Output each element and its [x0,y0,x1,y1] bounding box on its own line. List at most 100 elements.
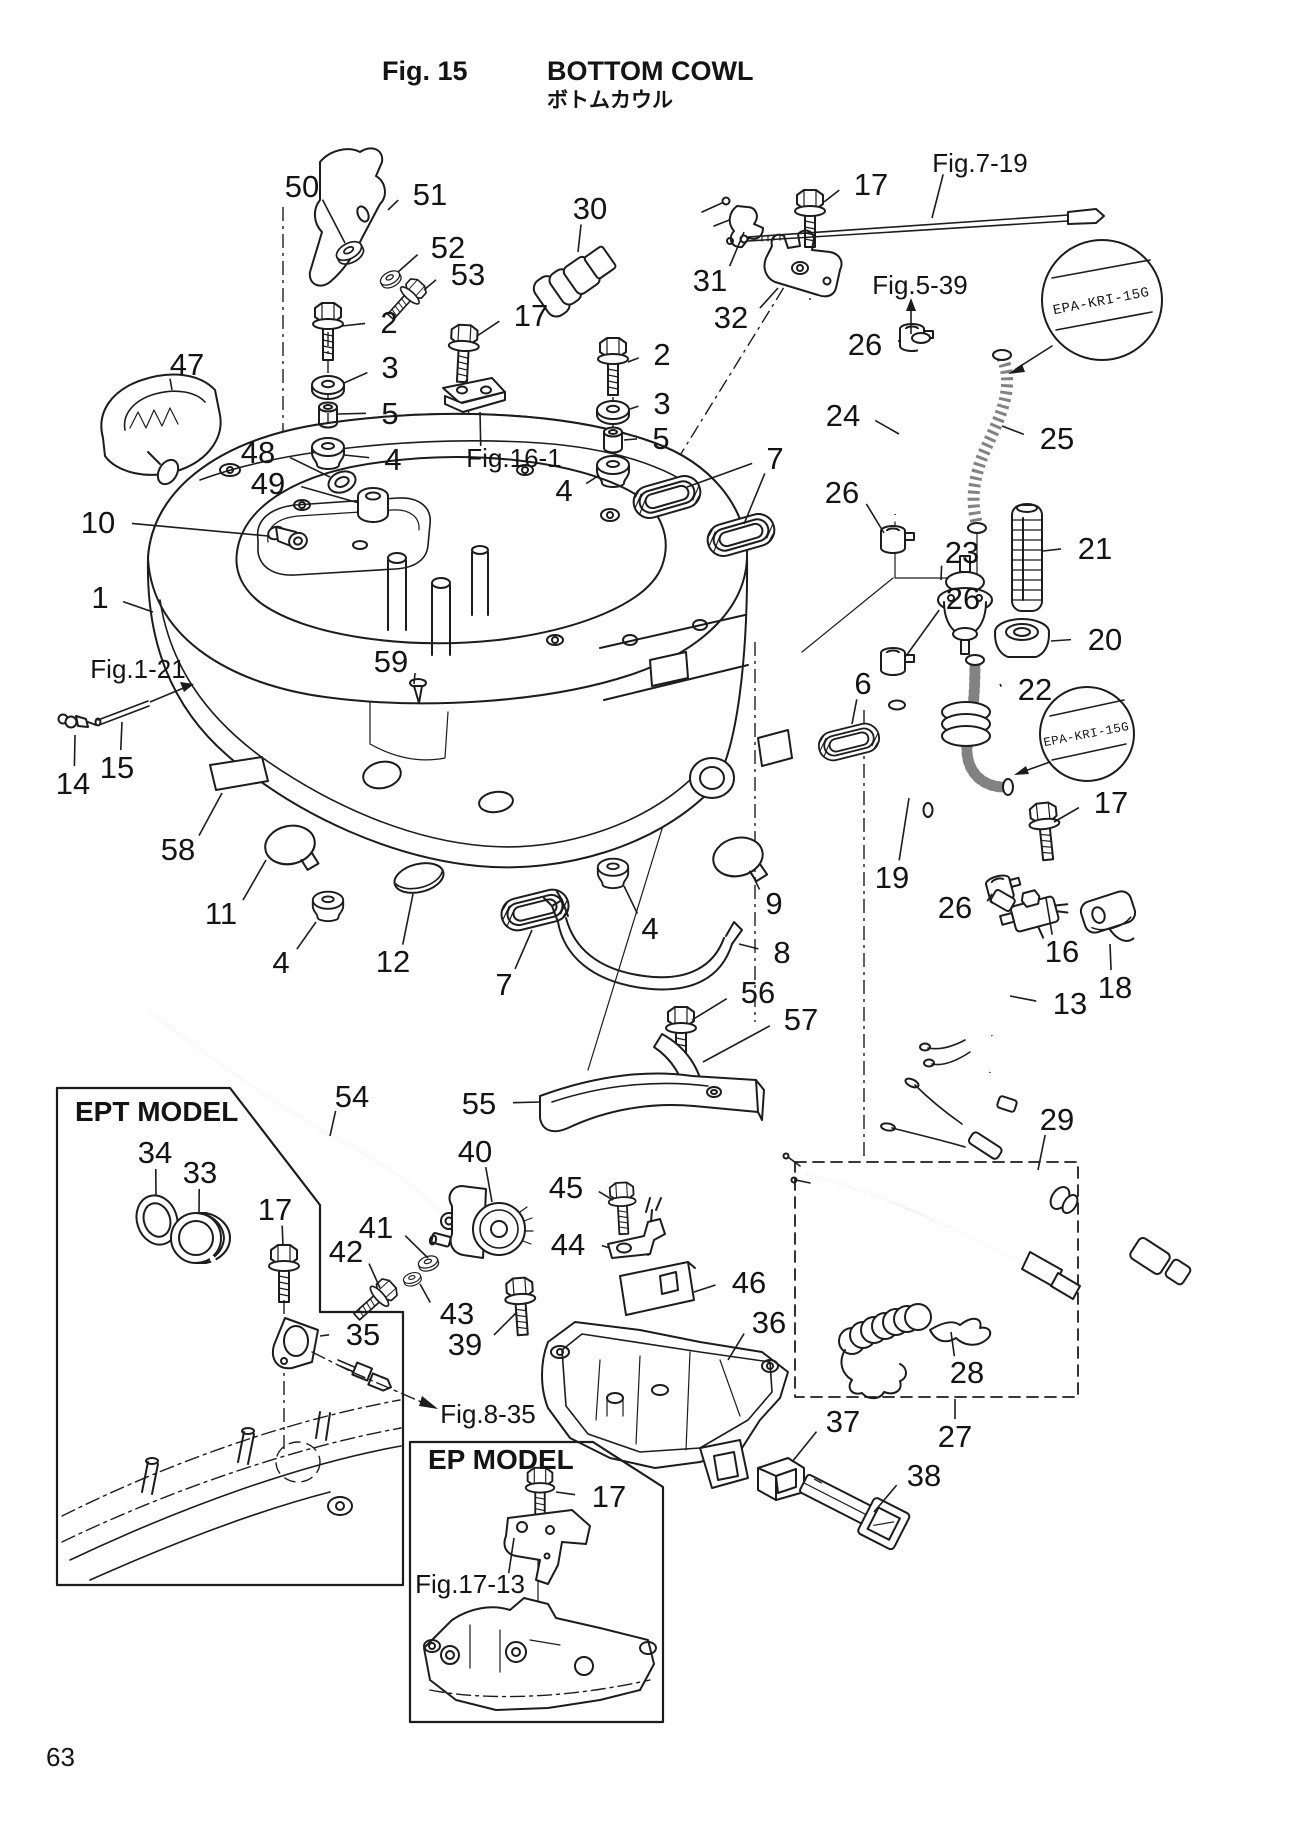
figref-Fig-1-21: Fig.1-21 [90,654,185,684]
leader-line [512,1101,541,1104]
leader-line [898,797,910,861]
part-14-screw [57,713,97,729]
part-24-hose [887,332,931,515]
part-17-bolt [445,323,481,384]
callout-11: 11 [205,896,237,931]
part-17-bolt [268,1244,300,1303]
part-13-fuel-line [919,889,1018,1113]
reference-arrows [149,298,916,703]
callout-17: 17 [258,1192,292,1227]
part-3-washer [596,400,630,425]
callout-4: 4 [384,442,401,477]
part-45-bolt [606,1181,639,1236]
callout-6: 6 [854,666,871,701]
callout-49: 49 [251,466,285,501]
callout-7: 7 [766,441,783,476]
figref-Fig-17-13: Fig.17-13 [415,1569,525,1599]
part-2-bolt [597,337,629,396]
leader-line [300,485,360,504]
callout-15: 15 [100,750,134,785]
callout-44: 44 [551,1227,585,1262]
leader-line [514,929,533,970]
part-26-clamp [880,525,915,554]
part-9-cap [708,831,771,892]
callout-19: 19 [875,860,909,895]
leader-line [873,1484,898,1513]
callout-10: 10 [81,505,115,540]
callout-5: 5 [652,421,669,456]
part-19-hose [888,699,934,818]
figure-title: BOTTOM COWL [547,56,753,86]
leader-line [629,405,639,410]
callout-48: 48 [241,435,275,470]
callout-37: 37 [826,1404,860,1439]
callout-1: 1 [91,580,108,615]
leader-line [693,1284,716,1293]
part-46-stay [619,1261,696,1316]
part-34-ring [135,1194,179,1246]
leader-line [702,1025,771,1063]
leader-line [986,893,993,902]
leader-line [791,1431,818,1463]
leader-line [493,1311,518,1336]
part-59-clip [409,678,427,704]
callout-40: 40 [458,1134,492,1169]
leader-line [73,734,76,767]
leader-line [1042,548,1062,552]
part-49-collar [357,487,389,523]
leader-line [1037,1134,1046,1171]
callout-2: 2 [380,305,397,340]
callout-54: 54 [335,1079,369,1114]
part-48-seal [327,470,357,494]
part-throttle-rod [726,208,1105,245]
part-43-washer [401,1270,424,1289]
leader-line [404,1235,429,1259]
callout-9: 9 [765,886,782,921]
leader-line [329,1110,337,1137]
callout-17: 17 [1094,785,1128,820]
leader-line [598,1190,614,1201]
part-switch-cable [782,1152,1081,1300]
part-37-connector [757,1457,805,1501]
callout-53: 53 [451,257,485,292]
callout-7: 7 [495,967,512,1002]
epa-stamp-1: EPA-KRI-15G [1008,239,1163,374]
leader-line [823,189,840,203]
callout-27: 27 [938,1419,972,1454]
leader-line [728,231,745,267]
leader-line [865,503,885,534]
part-1-bottom-cowl [146,412,793,869]
callout-4: 4 [272,945,289,980]
part-18-holder [1079,890,1137,942]
part-11-plug [260,820,322,879]
callout-41: 41 [359,1210,393,1245]
callout-16: 16 [1045,934,1079,969]
part-12-plug [393,862,445,894]
leader-line [321,199,346,244]
leader-line [479,411,482,446]
callout-29: 29 [1040,1102,1074,1137]
callout-35: 35 [346,1317,380,1352]
callout-38: 38 [907,1458,941,1493]
callout-59: 59 [374,644,408,679]
callout-26: 26 [848,327,882,362]
leader-line [1009,995,1037,1002]
leader-line [738,943,759,950]
callout-39: 39 [448,1327,482,1362]
part-38-holder [799,1473,911,1551]
callout-3: 3 [653,386,670,421]
leader-line [343,371,368,384]
callout-17: 17 [514,298,548,333]
callout-4: 4 [555,473,572,508]
part-fig17-13-bracket [503,1509,591,1585]
leader-line [242,859,267,901]
ep-model-box [408,1440,665,1724]
leader-line [387,199,399,211]
lanyard-dashed-box [794,1161,1079,1398]
leader-line [577,224,582,253]
part-39-bolt [502,1275,539,1337]
leader-line [727,1333,745,1361]
callout-51: 51 [413,177,447,212]
